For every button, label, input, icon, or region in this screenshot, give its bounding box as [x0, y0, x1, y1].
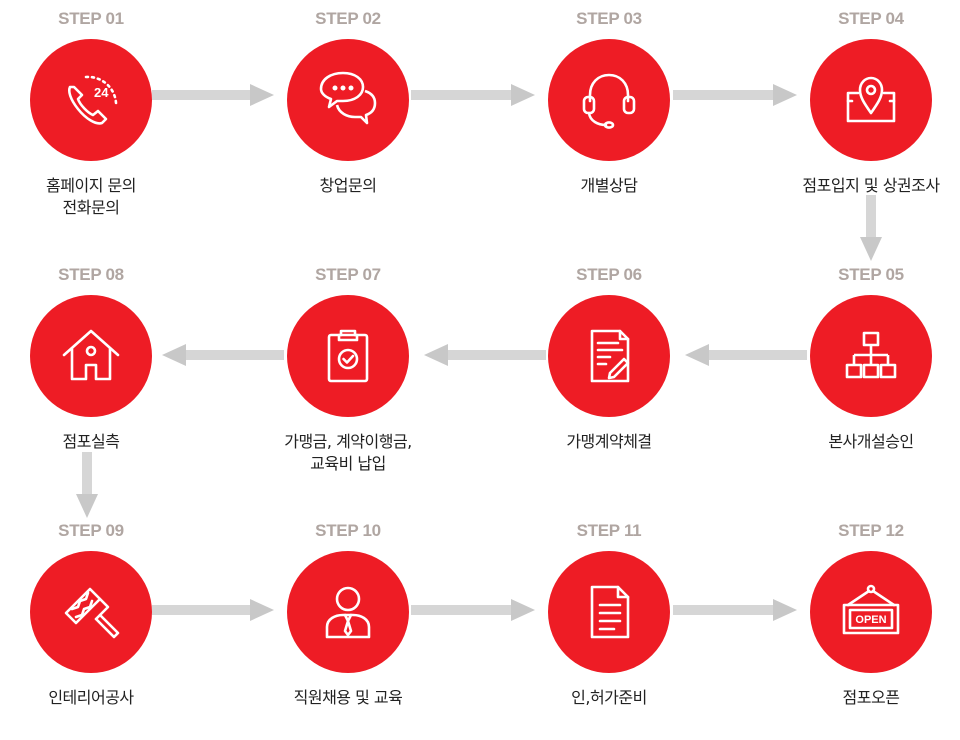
step-03: STEP 03 개별상담 [509, 9, 709, 197]
step-number: STEP 08 [58, 265, 124, 284]
clipboard-check-icon [327, 329, 369, 383]
step-title-line1: 홈페이지 문의 [46, 176, 136, 195]
arrow-right [152, 84, 274, 106]
step-circle [548, 39, 670, 161]
step-title-line1: 창업문의 [319, 176, 377, 195]
step-number: STEP 01 [58, 9, 124, 28]
contract-document-icon [590, 329, 630, 383]
step-title: 인,허가준비 [509, 687, 709, 709]
step-circle [287, 39, 409, 161]
step-number: STEP 10 [315, 521, 381, 540]
step-number: STEP 09 [58, 521, 124, 540]
step-07: STEP 07 가맹금, 계약이행금, 교육비 납입 [248, 265, 448, 475]
step-circle [548, 551, 670, 673]
employee-icon [325, 586, 371, 639]
step-circle [810, 39, 932, 161]
arrow-right [411, 84, 535, 106]
step-title: 창업문의 [248, 175, 448, 197]
step-01: STEP 01 24 홈페이지 문의 전화문의 [0, 9, 191, 219]
arrow-right [152, 599, 274, 621]
step-title: 개별상담 [509, 175, 709, 197]
step-title: 가맹계약체결 [509, 431, 709, 453]
step-title: 가맹금, 계약이행금, 교육비 납입 [248, 431, 448, 475]
step-title-line1: 인테리어공사 [48, 688, 134, 707]
step-05: STEP 05 본사개설승인 [771, 265, 960, 453]
step-title-line1: 인,허가준비 [571, 688, 647, 707]
step-number: STEP 11 [576, 521, 642, 540]
step-09: STEP 09 인테리어공사 [0, 521, 191, 709]
step-number: STEP 02 [315, 9, 381, 28]
house-icon [62, 329, 120, 381]
step-08: STEP 08 점포실측 [0, 265, 191, 453]
step-10: STEP 10 직원채용 및 교육 [248, 521, 448, 709]
step-circle [810, 295, 932, 417]
step-number: STEP 03 [576, 9, 642, 28]
step-number: STEP 07 [315, 265, 381, 284]
step-title-line1: 점포실측 [62, 432, 120, 451]
step-title-line1: 본사개설승인 [828, 432, 914, 451]
step-circle [287, 295, 409, 417]
step-title: 점포실측 [0, 431, 191, 453]
step-circle [30, 551, 152, 673]
step-circle: OPEN [810, 551, 932, 673]
step-circle [287, 551, 409, 673]
phone-24-icon: 24 [67, 75, 118, 125]
step-title: 본사개설승인 [771, 431, 960, 453]
step-title: 점포오픈 [771, 687, 960, 709]
arrow-left [685, 344, 807, 366]
step-circle [30, 295, 152, 417]
step-title-line1: 개별상담 [580, 176, 638, 195]
arrow-down [860, 195, 882, 261]
arrow-right [673, 599, 797, 621]
step-02: STEP 02 창업문의 [248, 9, 448, 197]
step-04: STEP 04 점포입지 및 상권조사 [771, 9, 960, 197]
step-06: STEP 06 가맹계약체결 [509, 265, 709, 453]
arrow-left [162, 344, 284, 366]
step-title-line1: 가맹금, 계약이행금, [284, 432, 412, 451]
chat-bubbles-icon [319, 71, 377, 125]
step-title-line2: 교육비 납입 [310, 454, 386, 473]
headset-icon [582, 73, 636, 129]
location-map-icon [846, 76, 896, 123]
org-chart-icon [845, 331, 897, 379]
open-sign-icon: OPEN [842, 584, 900, 635]
arrow-right [673, 84, 797, 106]
open-sign-text: OPEN [855, 614, 886, 626]
step-number: STEP 06 [576, 265, 642, 284]
step-circle: 24 [30, 39, 152, 161]
step-title: 직원채용 및 교육 [248, 687, 448, 709]
step-number: STEP 04 [838, 9, 904, 28]
arrow-right [411, 599, 535, 621]
step-title-line1: 점포오픈 [842, 688, 900, 707]
step-number: STEP 12 [838, 521, 904, 540]
step-title-line1: 점포입지 및 상권조사 [802, 176, 940, 195]
step-title-line1: 직원채용 및 교육 [293, 688, 403, 707]
step-title: 인테리어공사 [0, 687, 191, 709]
step-title: 홈페이지 문의 전화문의 [0, 175, 191, 219]
phone-24-text: 24 [94, 85, 109, 100]
step-title: 점포입지 및 상권조사 [771, 175, 960, 197]
step-11: STEP 11 인,허가준비 [509, 521, 709, 709]
paint-roller-icon [64, 587, 120, 639]
step-number: STEP 05 [838, 265, 904, 284]
document-icon [590, 585, 630, 639]
step-12: STEP 12 OPEN 점포오픈 [771, 521, 960, 709]
step-title-line2: 전화문의 [62, 198, 120, 217]
step-circle [548, 295, 670, 417]
arrow-down [76, 452, 98, 518]
arrow-left [424, 344, 546, 366]
step-title-line1: 가맹계약체결 [566, 432, 652, 451]
